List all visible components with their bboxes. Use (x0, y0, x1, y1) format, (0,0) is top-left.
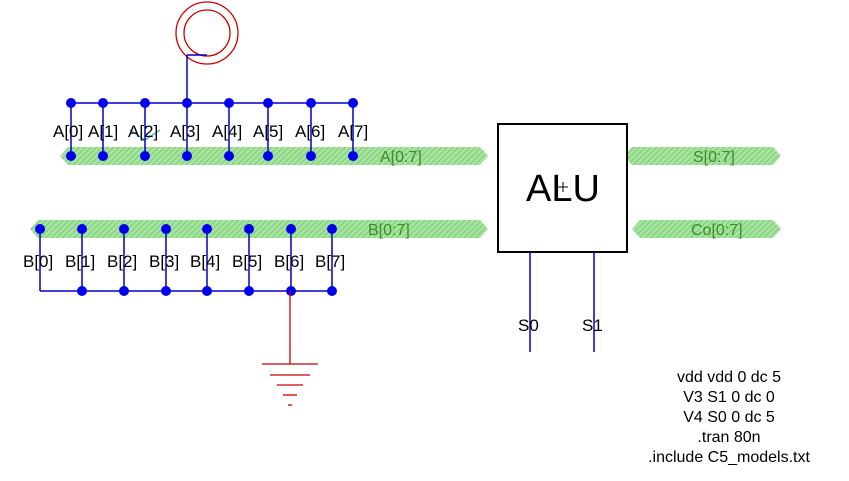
b-bottom-node[interactable] (244, 286, 254, 296)
pin-s1-label: S1 (582, 316, 603, 335)
spice-line: V3 S1 0 dc 0 (683, 389, 775, 406)
a-top-node[interactable] (66, 98, 76, 108)
bus-s-label: S[0:7] (693, 149, 735, 166)
b-bottom-node[interactable] (286, 286, 296, 296)
spice-line: vdd vdd 0 dc 5 (677, 369, 781, 386)
b-bottom-node[interactable] (327, 286, 337, 296)
bus-a-shape[interactable] (60, 147, 488, 165)
b-tap-label: B[5] (232, 252, 262, 271)
a-tap-group: A[0] A[1] A[2] A[3] A[4] A[5] A[6] A[7] (53, 98, 368, 161)
b-bottom-node[interactable] (77, 286, 87, 296)
b-bus-node[interactable] (327, 224, 337, 234)
a-bus-node[interactable] (224, 151, 234, 161)
a-tap-label: A[4] (212, 122, 242, 141)
a-tap-label: A[2] (128, 122, 158, 141)
b-bus-node[interactable] (35, 224, 45, 234)
voltage-source-symbol[interactable] (175, 1, 239, 103)
b-tap-group: B[0] B[1] B[2] B[3] B[4] B[5] B[6] B[7] (23, 224, 345, 296)
spice-line: V4 S0 0 dc 5 (683, 409, 775, 426)
bus-b-shape[interactable] (30, 220, 488, 238)
b-bus-node[interactable] (286, 224, 296, 234)
spice-line: .tran 80n (697, 429, 760, 446)
a-bus-node[interactable] (66, 151, 76, 161)
a-tap-label: A[1] (88, 122, 118, 141)
source-outer-ring[interactable] (175, 1, 239, 65)
b-bus-node[interactable] (119, 224, 129, 234)
b-bus-node[interactable] (161, 224, 171, 234)
b-tap-label: B[0] (23, 252, 53, 271)
b-bottom-node[interactable] (161, 286, 171, 296)
b-tap-label: B[2] (107, 252, 137, 271)
b-tap-label: B[1] (65, 252, 95, 271)
bus-s[interactable]: S[0:7] (624, 147, 781, 166)
a-top-node[interactable] (306, 98, 316, 108)
a-top-node[interactable] (182, 98, 192, 108)
b-bus-node[interactable] (244, 224, 254, 234)
b-tap-label: B[4] (190, 252, 220, 271)
a-tap-label: A[0] (53, 122, 83, 141)
bus-s-shape[interactable] (624, 147, 781, 165)
a-top-node[interactable] (348, 98, 358, 108)
a-bus-node[interactable] (263, 151, 273, 161)
spice-line: .include C5_models.txt (648, 449, 810, 466)
a-bus-node[interactable] (306, 151, 316, 161)
cursor-marker (129, 129, 161, 141)
source-inner-ring (183, 9, 231, 57)
a-tap-label: A[6] (295, 122, 325, 141)
a-top-node[interactable] (224, 98, 234, 108)
a-tap-label: A[3] (170, 122, 200, 141)
bus-b-label: B[0:7] (368, 222, 410, 239)
bus-co-shape[interactable] (632, 220, 781, 238)
spice-directives[interactable]: vdd vdd 0 dc 5 V3 S1 0 dc 0 V4 S0 0 dc 5 .t… (648, 369, 810, 466)
a-bus-node[interactable] (98, 151, 108, 161)
bus-a[interactable]: A[0:7] (60, 147, 488, 166)
bus-a-label: A[0:7] (380, 149, 422, 166)
bus-co-label: Co[0:7] (691, 222, 743, 239)
b-bottom-node[interactable] (119, 286, 129, 296)
a-top-node[interactable] (140, 98, 150, 108)
a-bus-node[interactable] (140, 151, 150, 161)
a-tap-label: A[5] (253, 122, 283, 141)
a-bus-node[interactable] (182, 151, 192, 161)
a-top-node[interactable] (263, 98, 273, 108)
b-tap-label: B[3] (149, 252, 179, 271)
alu-block[interactable]: ALU (497, 123, 628, 253)
bus-co[interactable]: Co[0:7] (632, 220, 781, 239)
a-top-node[interactable] (98, 98, 108, 108)
b-bottom-node[interactable] (202, 286, 212, 296)
bus-b[interactable]: B[0:7] (30, 220, 488, 239)
b-tap-label: B[7] (315, 252, 345, 271)
pin-s0-label: S0 (518, 316, 539, 335)
a-bus-node[interactable] (348, 151, 358, 161)
b-bus-node[interactable] (77, 224, 87, 234)
a-tap-label: A[7] (338, 122, 368, 141)
b-bus-node[interactable] (202, 224, 212, 234)
ground-symbol[interactable] (262, 291, 318, 406)
b-tap-label: B[6] (274, 252, 304, 271)
